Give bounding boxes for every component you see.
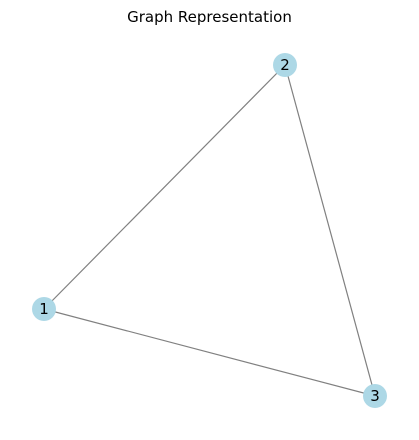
edge-layer [43, 64, 376, 397]
graph-title: Graph Representation [127, 8, 292, 26]
node-circle-3 [363, 384, 387, 408]
node-label-3: 3 [370, 387, 380, 405]
node-circle-1 [32, 297, 56, 321]
edge-1-2 [43, 64, 286, 310]
node-layer: 1 2 3 [32, 53, 387, 408]
node-1: 1 [32, 297, 56, 321]
node-label-2: 2 [280, 56, 290, 74]
node-3: 3 [363, 384, 387, 408]
node-circle-2 [273, 53, 297, 77]
edge-1-3 [43, 308, 376, 397]
node-2: 2 [273, 53, 297, 77]
node-label-1: 1 [39, 300, 49, 318]
edge-2-3 [284, 64, 376, 397]
